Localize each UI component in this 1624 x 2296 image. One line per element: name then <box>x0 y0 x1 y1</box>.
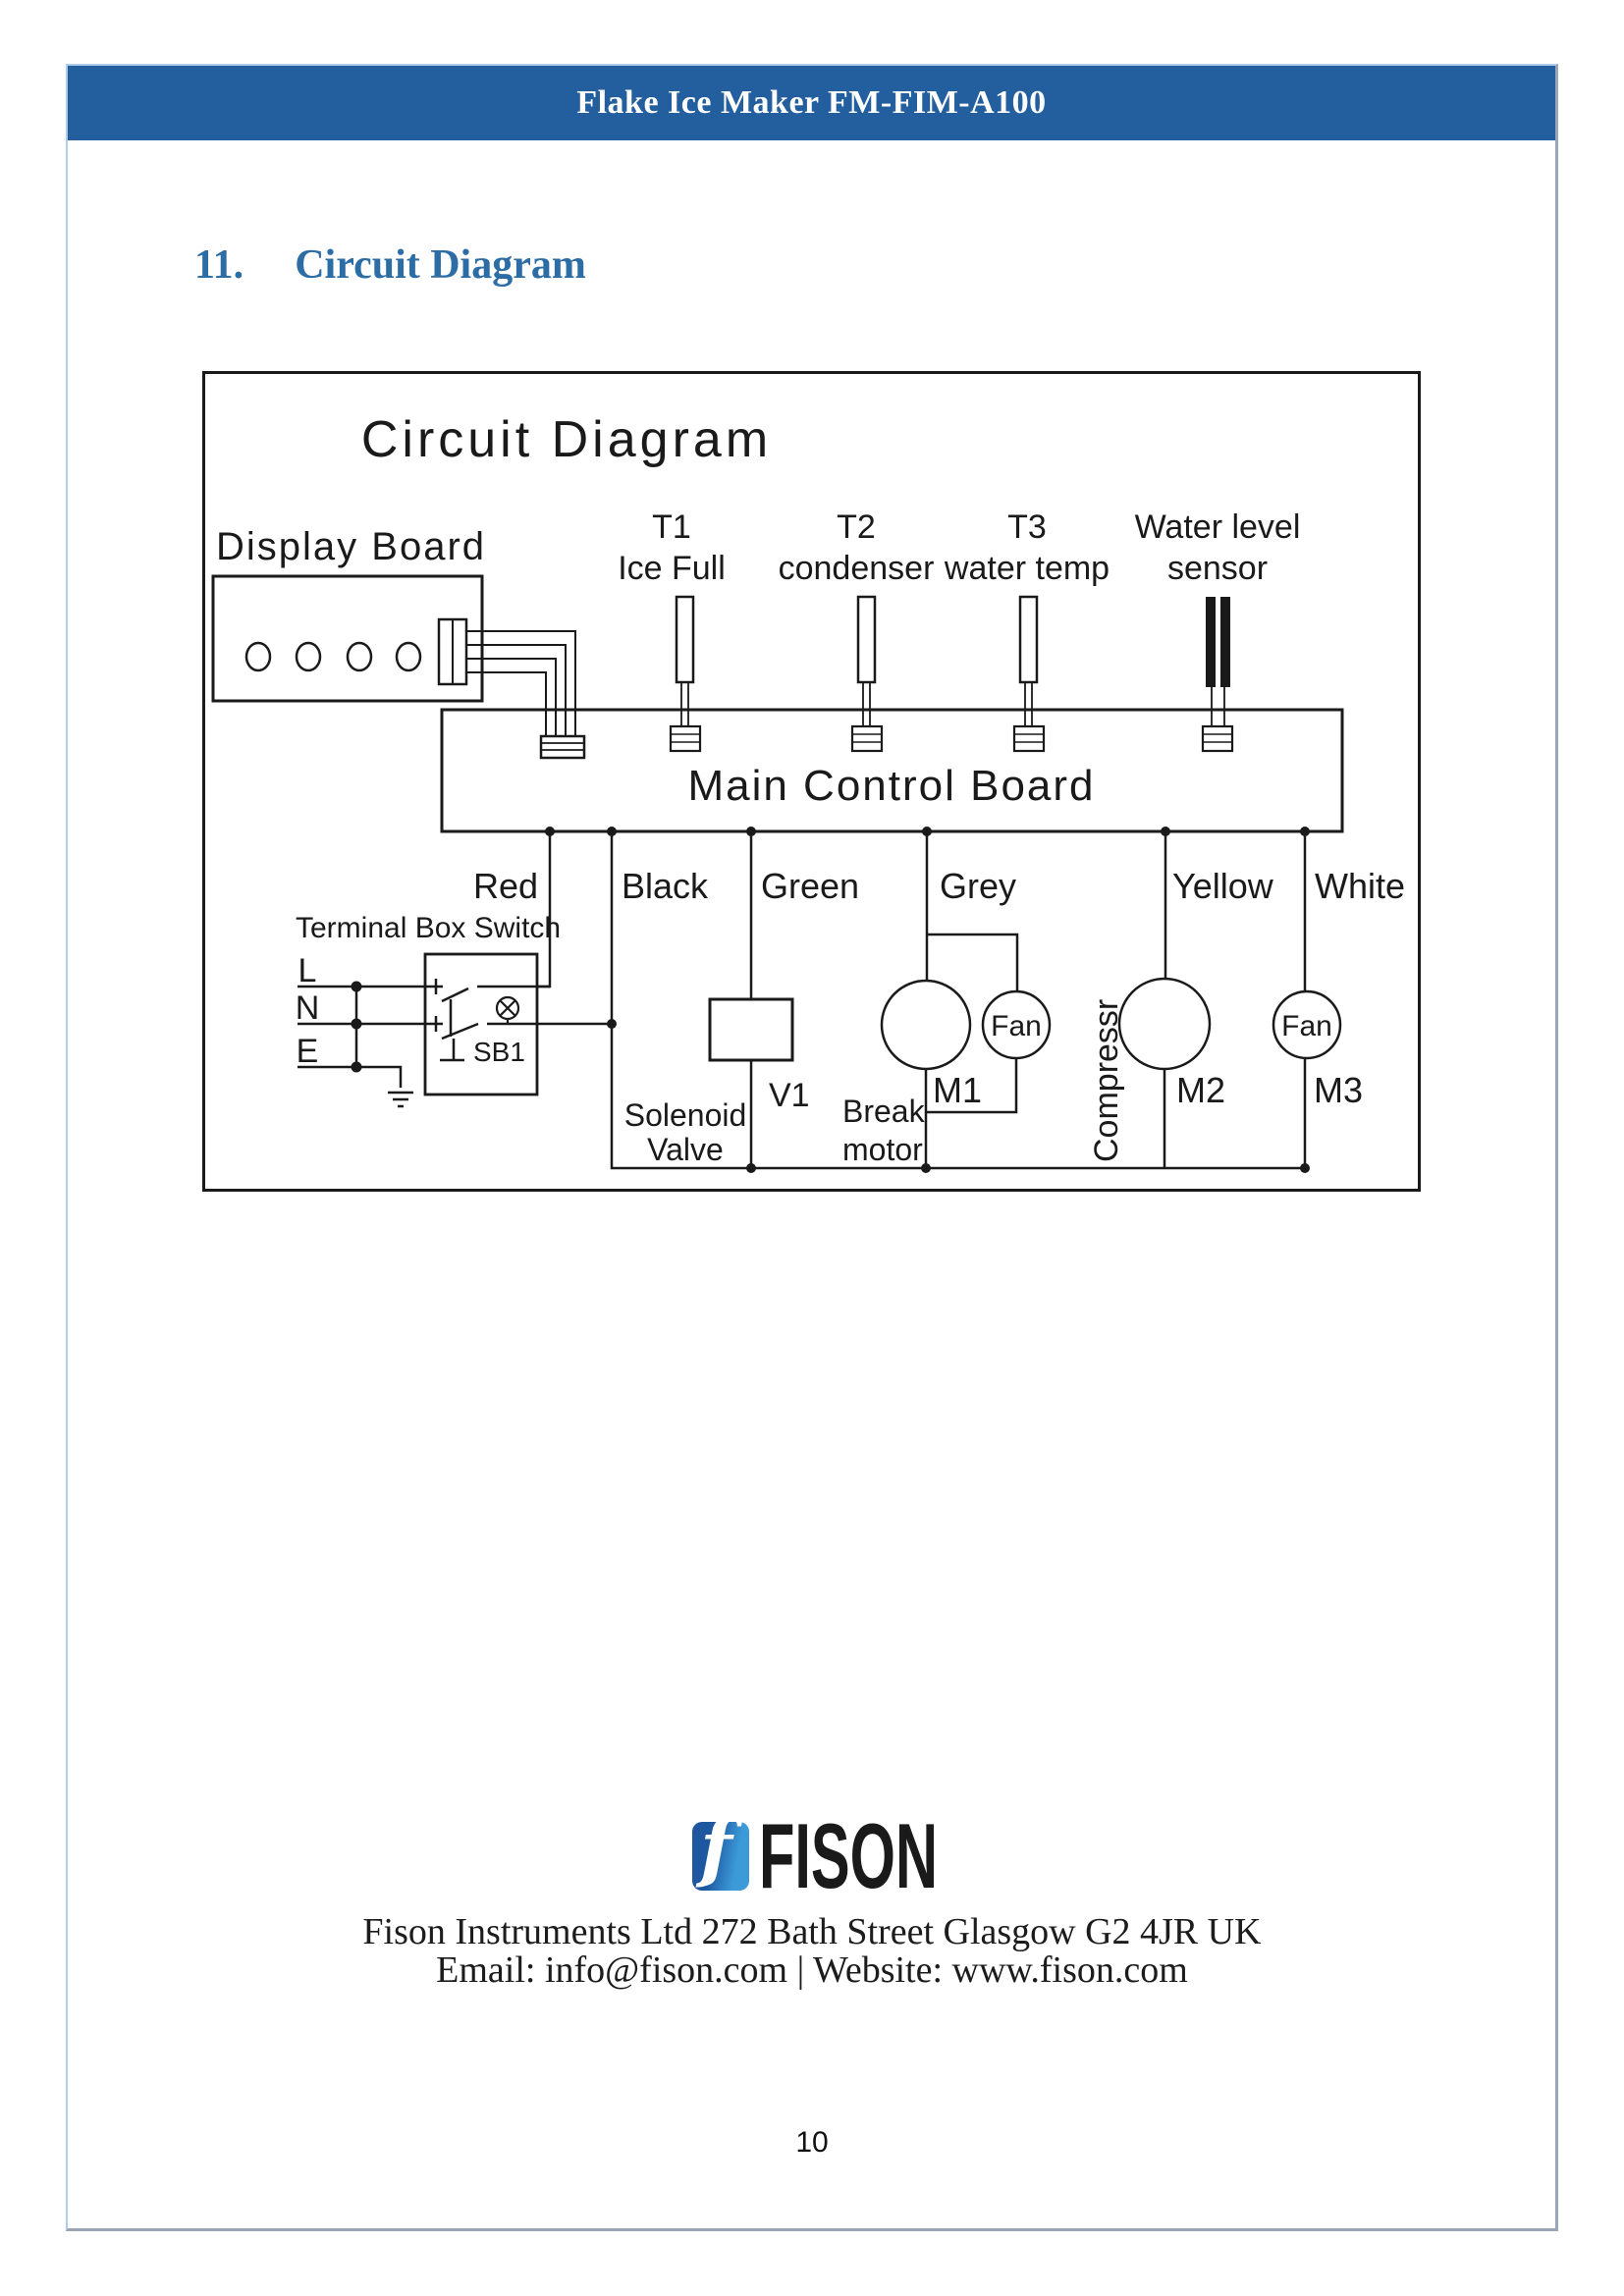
header-title: Flake Ice Maker FM-FIM-A100 <box>576 84 1047 121</box>
display-board-label: Display Board <box>216 525 486 568</box>
section-title-text: Circuit Diagram <box>295 242 586 288</box>
water-level-electrodes <box>1206 597 1230 687</box>
t3-sublabel: water temp <box>944 550 1110 587</box>
compressor-label: Compressr <box>1088 999 1125 1162</box>
footer-contact: Email: info@fison.com | Website: www.fis… <box>436 1949 1188 1991</box>
section-heading: 11. Circuit Diagram <box>194 241 586 289</box>
earth-ground-icon <box>388 1091 413 1108</box>
solenoid-valve-box <box>708 997 794 1062</box>
water-level-sublabel: sensor <box>1167 550 1268 587</box>
sensor-plugs <box>669 724 1234 753</box>
sensor-stems <box>680 682 1225 728</box>
t1-sublabel: Ice Full <box>618 550 726 587</box>
fison-logo-wordmark: FISON <box>755 1804 944 1907</box>
fan2-circle <box>1272 989 1342 1060</box>
fan1-circle <box>981 989 1052 1060</box>
m3-label: M3 <box>1314 1070 1363 1110</box>
diagram-border <box>202 371 1421 1192</box>
sb1-label: SB1 <box>473 1037 525 1067</box>
terminal-n-label: N <box>296 989 320 1027</box>
wire-label-grey: Grey <box>940 866 1016 906</box>
terminal-l-label: L <box>298 952 317 989</box>
t2-sublabel: condenser <box>779 550 935 587</box>
fison-wordmark-svg: FISON <box>759 1804 938 1907</box>
display-ribbon-wires <box>466 630 576 738</box>
wire-label-black: Black <box>622 866 709 906</box>
fan1-label: Fan <box>991 1010 1042 1042</box>
circuit-diagram: Circuit Diagram Display Board <box>202 371 1421 1192</box>
display-ribbon-plug <box>539 734 586 760</box>
header-band: Flake Ice Maker FM-FIM-A100 <box>68 66 1555 140</box>
display-board-leds <box>244 641 422 672</box>
switch-contacts <box>434 979 479 1062</box>
main-control-board-box <box>440 708 1344 833</box>
wire-label-yellow: Yellow <box>1172 866 1274 906</box>
terminal-e-label: E <box>297 1033 319 1070</box>
t3-label: T3 <box>1007 508 1047 546</box>
compressor-circle <box>1117 977 1212 1071</box>
wire-label-red: Red <box>473 866 538 906</box>
break-motor-label-line1: Break <box>842 1094 926 1129</box>
fison-logo-f-glyph: f <box>700 1803 732 1891</box>
t1-label: T1 <box>652 508 691 546</box>
diagram-title: Circuit Diagram <box>361 411 772 468</box>
display-ribbon-plug-stripes <box>541 742 584 751</box>
t2-label: T2 <box>837 508 876 546</box>
indicator-lamp-icon <box>495 995 520 1024</box>
water-level-label: Water level <box>1135 508 1301 546</box>
v1-label: V1 <box>769 1077 810 1114</box>
fison-logo-icon: f <box>692 1810 749 1891</box>
circuit-diagram-svg: Circuit Diagram Display Board <box>202 371 1421 1192</box>
footer-address: Fison Instruments Ltd 272 Bath Street Gl… <box>362 1911 1262 1952</box>
display-board-box <box>211 574 484 703</box>
fison-logo: f FISON <box>692 1804 944 1907</box>
wire-label-green: Green <box>761 866 859 906</box>
fison-wordmark-text: FISON <box>759 1822 938 1893</box>
page-border-frame: Flake Ice Maker FM-FIM-A100 <box>66 64 1558 2231</box>
main-control-board-label: Main Control Board <box>687 762 1095 810</box>
sensor-probes <box>675 595 1039 684</box>
page-number: 10 <box>795 2126 829 2159</box>
wire-label-white: White <box>1315 866 1405 906</box>
terminal-box-switch-label: Terminal Box Switch <box>296 912 561 944</box>
fan2-label: Fan <box>1281 1010 1332 1042</box>
solenoid-label-line1: Solenoid <box>624 1097 747 1133</box>
m1-label: M1 <box>933 1070 982 1110</box>
break-motor-circle <box>880 979 972 1071</box>
terminal-wires <box>298 985 612 1088</box>
break-motor-label-line2: motor <box>842 1132 923 1167</box>
output-wires <box>537 831 1307 1170</box>
section-number: 11. <box>194 242 244 288</box>
m2-label: M2 <box>1176 1070 1225 1110</box>
junction-dots <box>351 827 1310 1173</box>
sensor-plug-stripes <box>671 733 1232 743</box>
solenoid-label-line2: Valve <box>647 1132 724 1167</box>
